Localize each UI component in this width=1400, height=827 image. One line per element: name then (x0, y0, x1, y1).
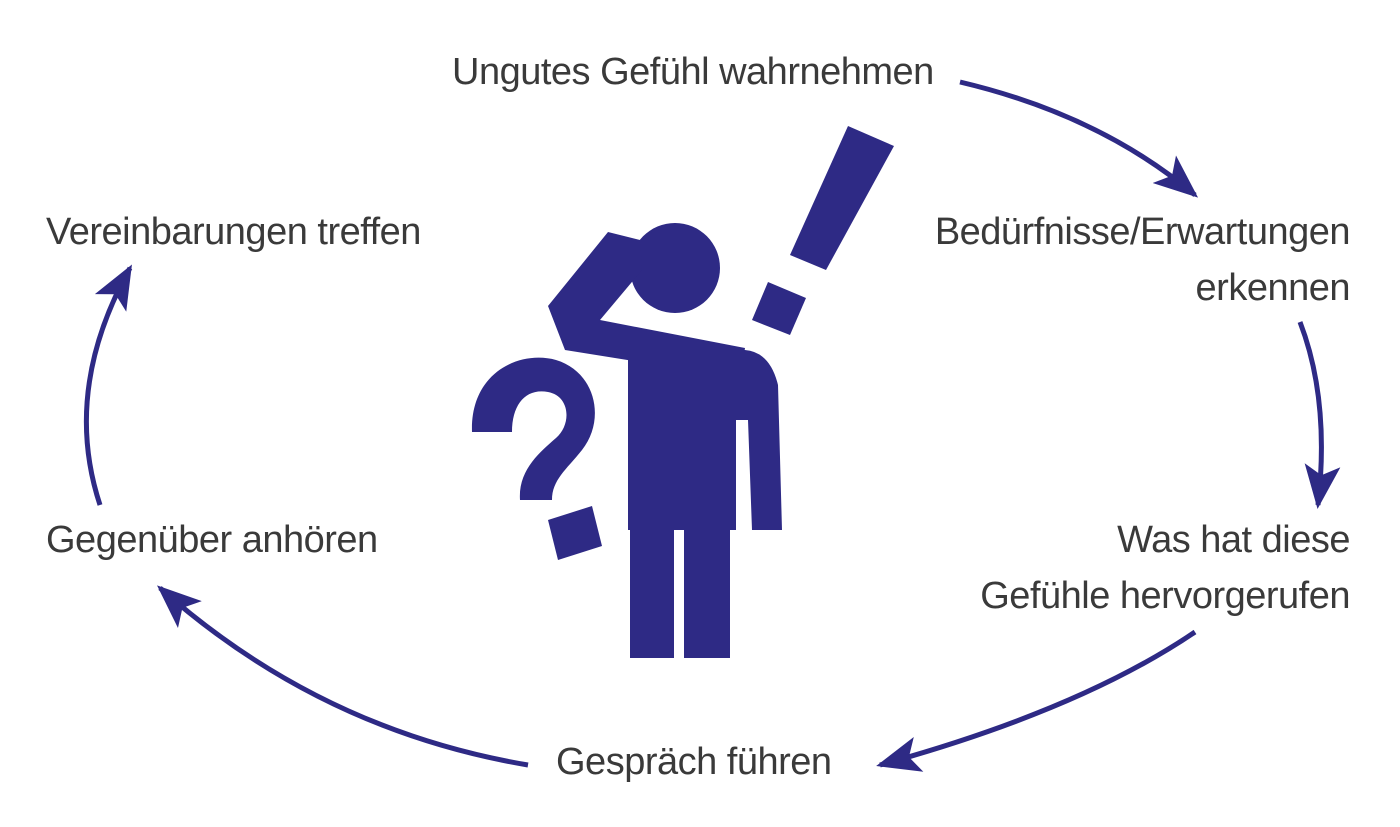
step-label-recognize-needs: Bedürfnisse/Erwartungen erkennen (934, 204, 1351, 316)
arrow-step5-to-step6 (83, 264, 133, 506)
step-label-line: Ungutes Gefühl wahrnehmen (452, 51, 934, 93)
exclamation-mark-icon (752, 126, 894, 335)
step-label-line: Was hat diese (1117, 519, 1350, 561)
step-label-what-caused-feelings: Was hat diese Gefühle hervorgerufen (980, 512, 1350, 624)
arrow-step4-to-step5 (157, 585, 529, 768)
step-label-have-conversation: Gespräch führen (556, 734, 832, 790)
step-label-line: Vereinbarungen treffen (46, 211, 421, 253)
step-label-line: Gegenüber anhören (46, 519, 378, 561)
question-mark-icon (471, 357, 602, 560)
step-label-line: Gespräch führen (556, 741, 832, 783)
step-label-line: Gefühle hervorgerufen (980, 575, 1350, 617)
step-label-perceive-feeling: Ungutes Gefühl wahrnehmen (452, 44, 934, 100)
arrow-step2-to-step3 (1297, 321, 1341, 509)
confused-person-icon (548, 223, 782, 658)
arrow-step3-to-step4 (876, 629, 1197, 772)
step-label-line: Bedürfnisse/Erwartungen (934, 211, 1351, 253)
arrow-step1-to-step2 (959, 79, 1199, 198)
step-label-line: erkennen (1195, 267, 1351, 309)
step-label-make-agreements: Vereinbarungen treffen (46, 204, 421, 260)
step-label-listen-to-counterpart: Gegenüber anhören (46, 512, 378, 568)
